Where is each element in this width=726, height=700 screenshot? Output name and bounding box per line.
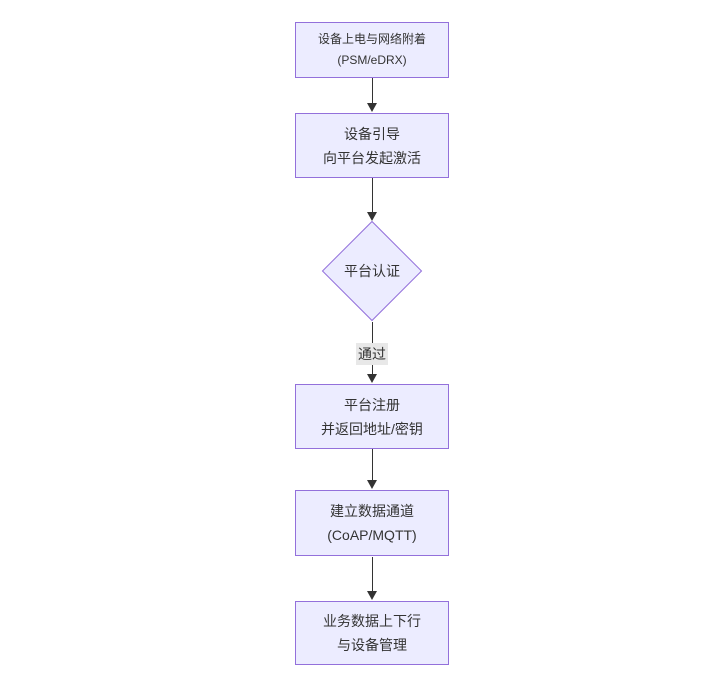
node-label-line: 并返回地址/密钥 — [321, 420, 423, 437]
arrow-channel-to-business — [366, 557, 378, 600]
arrow-line — [371, 178, 373, 212]
node-label-line: 平台注册 — [344, 396, 400, 413]
flow-node-business: 业务数据上下行 与设备管理 — [295, 601, 449, 665]
node-label-line: 建立数据通道 — [330, 503, 414, 519]
arrow-line — [371, 78, 373, 103]
flow-node-platform-auth: 平台认证 — [321, 220, 423, 322]
node-label-line: 设备引导 — [344, 125, 400, 142]
arrow-line — [371, 449, 373, 480]
node-label-line: (CoAP/MQTT) — [327, 527, 417, 543]
edge-label-pass: 通过 — [356, 343, 388, 365]
node-label-line: 向平台发起激活 — [323, 149, 421, 166]
flow-node-bootstrap: 设备引导 向平台发起激活 — [295, 113, 449, 178]
arrow-power-to-bootstrap — [366, 78, 378, 112]
arrow-register-to-channel — [366, 449, 378, 489]
arrowhead-down-icon — [367, 103, 377, 112]
arrowhead-down-icon — [367, 374, 377, 383]
arrowhead-down-icon — [367, 591, 377, 600]
node-label-line: 业务数据上下行 — [323, 613, 421, 629]
arrow-bootstrap-to-auth — [366, 178, 378, 221]
arrow-line — [371, 557, 373, 591]
node-label: 平台认证 — [344, 263, 400, 279]
arrowhead-down-icon — [367, 480, 377, 489]
flow-node-power-attach: 设备上电与网络附着 (PSM/eDRX) — [295, 22, 449, 78]
arrowhead-down-icon — [367, 212, 377, 221]
node-label-line: (PSM/eDRX) — [337, 53, 407, 67]
flow-node-register: 平台注册 并返回地址/密钥 — [295, 384, 449, 449]
arrow-auth-to-register: 通过 — [356, 322, 388, 383]
node-label-line: 与设备管理 — [337, 637, 407, 653]
node-label-line: 设备上电与网络附着 — [317, 32, 426, 46]
flow-node-data-channel: 建立数据通道 (CoAP/MQTT) — [295, 490, 449, 556]
